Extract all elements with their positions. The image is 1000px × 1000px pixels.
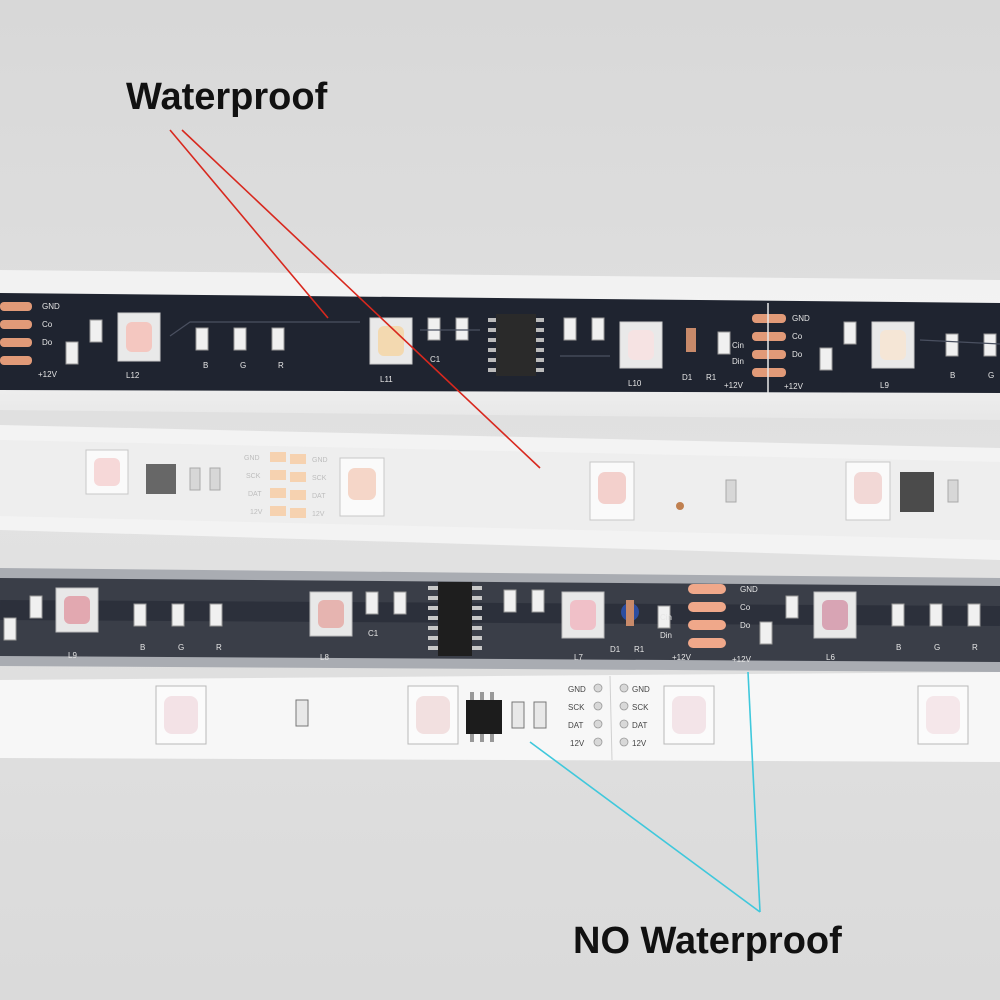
svg-text:L12: L12	[126, 371, 140, 380]
svg-text:+12V: +12V	[732, 655, 752, 664]
svg-text:C1: C1	[430, 355, 441, 364]
svg-text:GND: GND	[740, 585, 758, 594]
svg-text:DAT: DAT	[312, 493, 326, 500]
solder-pads	[593, 683, 629, 747]
svg-text:12V: 12V	[250, 509, 263, 516]
no-waterproof-pointer-lines	[529, 671, 761, 913]
silk-text: GND SCK DAT 12V GND SCK DAT 12V	[244, 455, 328, 518]
svg-text:L9: L9	[880, 381, 889, 390]
svg-text:+12V: +12V	[38, 370, 58, 379]
solder-pads	[270, 452, 306, 518]
svg-text:12V: 12V	[632, 739, 647, 748]
svg-text:B: B	[950, 371, 955, 380]
svg-text:G: G	[178, 643, 184, 652]
svg-text:R1: R1	[634, 645, 645, 654]
waterproof-label: Waterproof	[126, 76, 328, 118]
svg-text:Cin: Cin	[732, 341, 744, 350]
svg-text:G: G	[934, 643, 940, 652]
svg-text:G: G	[240, 361, 246, 370]
svg-text:C1: C1	[368, 629, 379, 638]
no-waterproof-label: NO Waterproof	[573, 920, 842, 962]
svg-text:B: B	[896, 643, 901, 652]
svg-text:SCK: SCK	[632, 703, 649, 712]
resistors	[3, 589, 981, 645]
led-chip	[917, 685, 969, 745]
ic-chip	[428, 582, 482, 656]
svg-text:L8: L8	[320, 653, 329, 662]
led-chip	[155, 685, 207, 745]
strip-white-non-waterproof: GND SCK DAT 12V GND SCK DAT 12V	[0, 672, 1000, 762]
solder-pads	[688, 584, 726, 648]
ic-chip	[466, 692, 502, 742]
solder-pads-left	[0, 302, 32, 365]
svg-text:DAT: DAT	[248, 491, 262, 498]
svg-text:R: R	[216, 643, 222, 652]
svg-text:L7: L7	[574, 653, 583, 662]
silk-text: GND SCK DAT 12V GND SCK DAT 12V	[568, 685, 650, 748]
led-chip	[339, 457, 385, 517]
svg-text:L9: L9	[68, 651, 77, 660]
svg-text:B: B	[140, 643, 145, 652]
ic-chip	[146, 464, 176, 494]
led-chip	[619, 321, 663, 369]
led-chip	[663, 685, 715, 745]
svg-text:Do: Do	[740, 621, 751, 630]
led-chip	[407, 685, 459, 745]
svg-text:Co: Co	[42, 320, 53, 329]
svg-text:Do: Do	[792, 350, 803, 359]
svg-text:Din: Din	[732, 357, 744, 366]
led-chip	[813, 591, 857, 639]
svg-text:L6: L6	[826, 653, 835, 662]
led-chip	[85, 449, 129, 495]
svg-text:SCK: SCK	[312, 475, 327, 482]
led-chip	[117, 312, 161, 362]
svg-text:+12V: +12V	[724, 381, 744, 390]
strip-white-waterproof: GND SCK DAT 12V GND SCK DAT 12V	[0, 425, 1000, 560]
svg-text:GND: GND	[312, 457, 328, 464]
led-chip	[55, 587, 99, 633]
svg-text:GND: GND	[792, 314, 810, 323]
svg-text:Co: Co	[792, 332, 803, 341]
svg-text:12V: 12V	[312, 511, 325, 518]
svg-text:Do: Do	[42, 338, 53, 347]
svg-text:+12V: +12V	[672, 653, 692, 662]
led-chip	[589, 461, 635, 521]
svg-text:L11: L11	[380, 375, 393, 384]
svg-text:12V: 12V	[570, 739, 585, 748]
solder-pads-right	[752, 314, 786, 377]
svg-text:L10: L10	[628, 379, 642, 388]
ic-chip	[900, 472, 934, 512]
svg-text:SCK: SCK	[246, 473, 261, 480]
led-chip	[561, 591, 605, 639]
svg-text:GND: GND	[568, 685, 586, 694]
waterproof-pointer-lines	[169, 129, 541, 469]
svg-text:G: G	[988, 371, 994, 380]
svg-text:R1: R1	[706, 373, 717, 382]
svg-text:R: R	[278, 361, 284, 370]
svg-text:D1: D1	[682, 373, 693, 382]
svg-text:Co: Co	[740, 603, 751, 612]
svg-text:D1: D1	[610, 645, 621, 654]
led-chip	[309, 591, 353, 637]
svg-text:DAT: DAT	[632, 721, 648, 730]
svg-text:B: B	[203, 361, 208, 370]
svg-text:SCK: SCK	[568, 703, 585, 712]
svg-text:Cin: Cin	[660, 613, 672, 622]
led-chip	[845, 461, 891, 521]
svg-text:R: R	[972, 643, 978, 652]
svg-text:+12V: +12V	[784, 382, 804, 391]
svg-text:GND: GND	[632, 685, 650, 694]
svg-text:GND: GND	[244, 455, 260, 462]
svg-text:GND: GND	[42, 302, 60, 311]
svg-text:Din: Din	[660, 631, 672, 640]
ic-chip	[488, 314, 544, 376]
led-chip	[871, 321, 915, 369]
resistors	[65, 317, 997, 371]
svg-text:DAT: DAT	[568, 721, 584, 730]
